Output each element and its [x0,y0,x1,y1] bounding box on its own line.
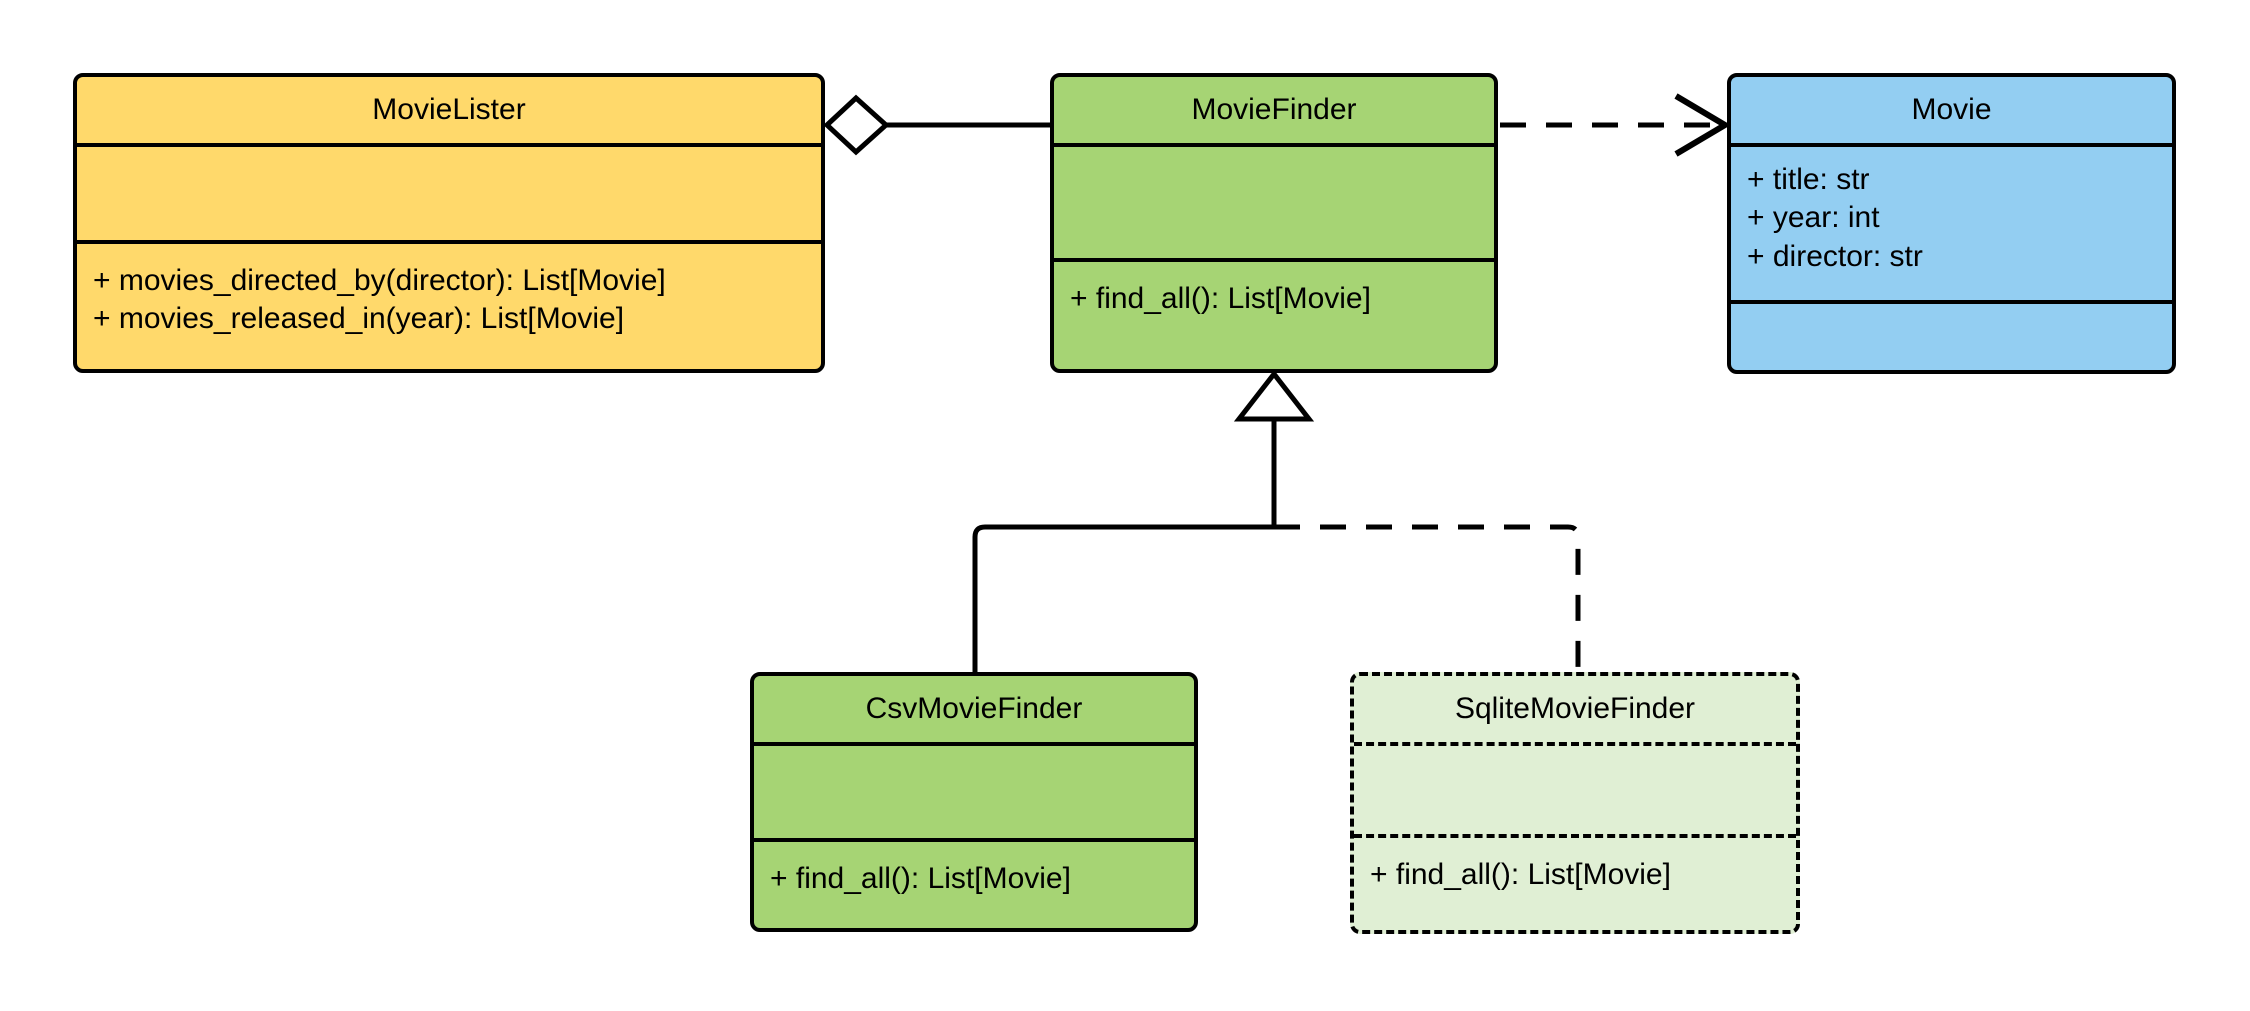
hollow-diamond-icon [823,94,890,156]
class-attributes-sqlitemoviefinder [1354,746,1796,838]
class-box-movielister[interactable]: MovieLister + movies_directed_by(directo… [73,73,825,373]
generalization-branch-sqlite [1274,524,1581,672]
class-name-csvmoviefinder: CsvMovieFinder [754,676,1194,746]
edge-aggregation-movielister-moviefinder [823,94,1050,156]
class-operations-csvmoviefinder: + find_all(): List[Movie] [754,842,1194,928]
attribute-item: + director: str [1747,239,1923,273]
class-name-sqlitemoviefinder: SqliteMovieFinder [1354,676,1796,746]
class-operations-movielister: + movies_directed_by(director): List[Mov… [77,244,821,369]
operation-item: + movies_released_in(year): List[Movie] [93,302,625,336]
class-name-moviefinder: MovieFinder [1054,77,1494,147]
edge-dependency-moviefinder-movie [1500,93,1731,157]
generalization-branch-csv [972,524,1274,672]
class-attributes-movielister [77,147,821,244]
class-attributes-movie: + title: str + year: int + director: str [1731,147,2172,304]
hollow-triangle-icon [1233,369,1315,422]
class-box-sqlitemoviefinder[interactable]: SqliteMovieFinder + find_all(): List[Mov… [1350,672,1800,934]
operation-item: + find_all(): List[Movie] [1370,858,1671,891]
class-operations-movie [1731,304,2172,370]
class-operations-moviefinder: + find_all(): List[Movie] [1054,262,1494,369]
edge-generalization-sqlitemoviefinder [1274,524,1581,672]
class-box-moviefinder[interactable]: MovieFinder + find_all(): List[Movie] [1050,73,1498,373]
class-box-csvmoviefinder[interactable]: CsvMovieFinder + find_all(): List[Movie] [750,672,1198,932]
class-name-movielister: MovieLister [77,77,821,147]
attribute-item: + title: str [1747,163,1870,196]
attribute-item: + year: int [1747,201,1880,235]
operation-item: + movies_directed_by(director): List[Mov… [93,264,666,297]
operation-item: + find_all(): List[Movie] [1070,282,1371,315]
edge-generalization-csvmoviefinder [972,524,1274,672]
class-attributes-csvmoviefinder [754,746,1194,842]
class-operations-sqlitemoviefinder: + find_all(): List[Movie] [1354,838,1796,930]
open-arrow-icon [1674,93,1731,157]
operation-item: + find_all(): List[Movie] [770,862,1071,895]
edge-generalization-bus [1233,369,1315,527]
class-box-movie[interactable]: Movie + title: str + year: int + directo… [1727,73,2176,374]
class-name-movie: Movie [1731,77,2172,147]
class-attributes-moviefinder [1054,147,1494,262]
